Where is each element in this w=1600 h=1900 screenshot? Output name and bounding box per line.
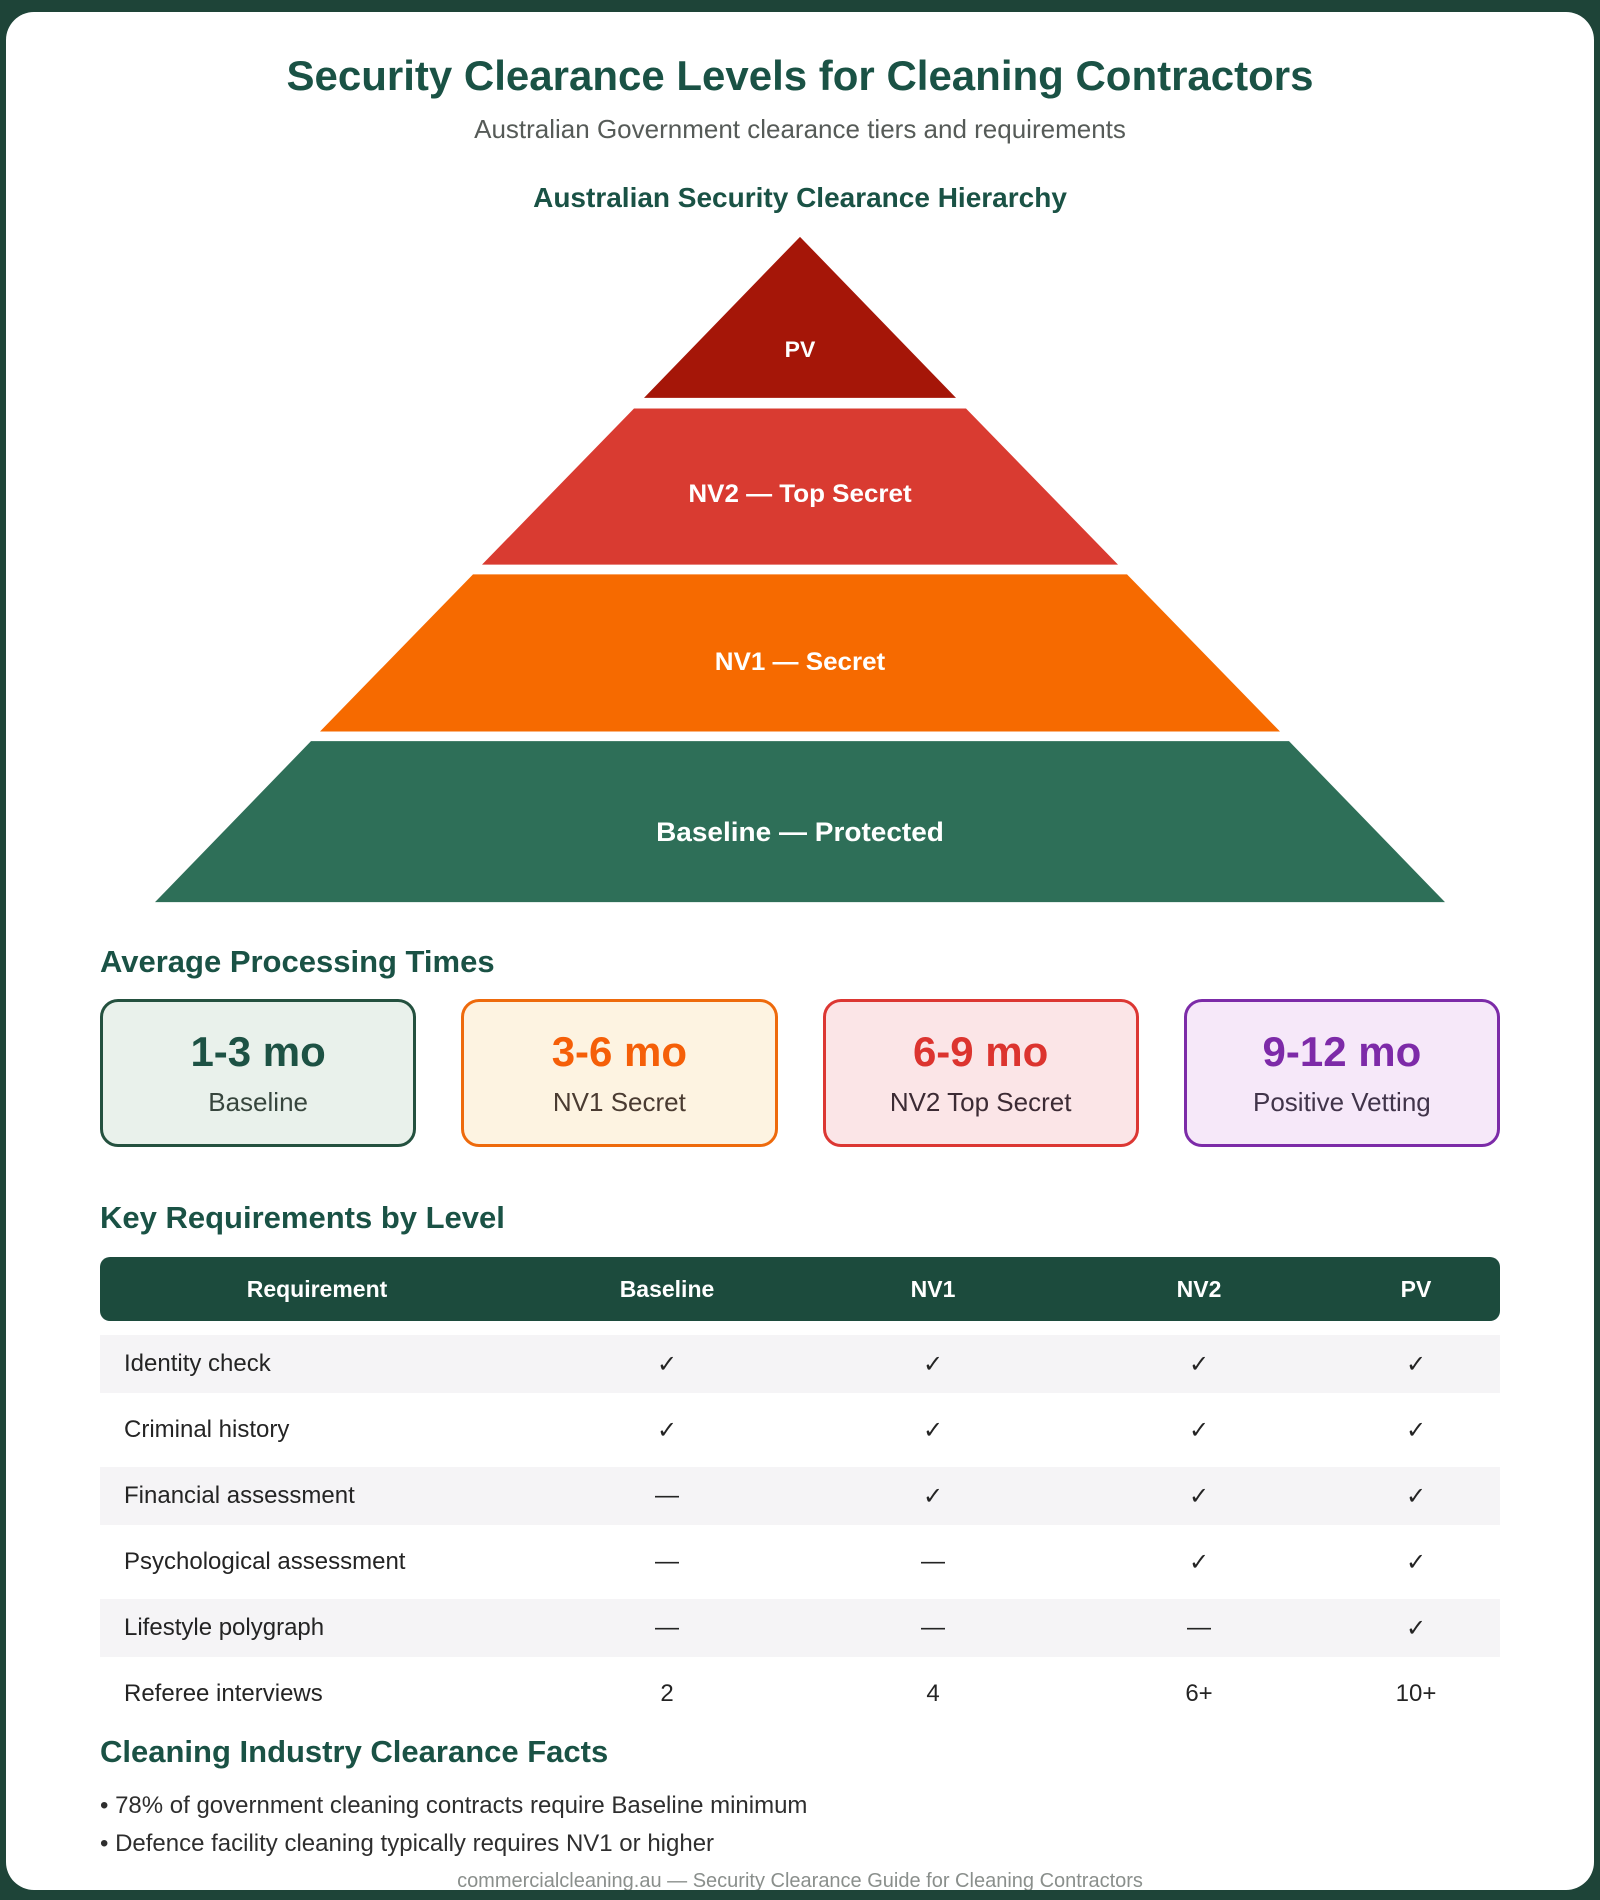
pyramid-tier-pv-label: PV [785, 337, 816, 362]
column-header-nv1: NV1 [910, 1275, 956, 1302]
table-row: Criminal history ✓ ✓ ✓ ✓ [100, 1401, 1500, 1459]
cell-baseline: — [655, 1548, 679, 1575]
processing-card-label: NV2 Top Secret [889, 1087, 1072, 1117]
cell-baseline: ✓ [656, 1350, 678, 1378]
row-label: Financial assessment [124, 1482, 355, 1509]
row-label: Lifestyle polygraph [124, 1614, 325, 1641]
cell-pv: 10+ [1395, 1680, 1437, 1707]
pyramid-tier-nv2-label: NV2 — Top Secret [688, 481, 912, 508]
row-label: Referee interviews [124, 1680, 323, 1707]
footer-attribution: commercialcleaning.au — Security Clearan… [457, 1870, 1143, 1890]
pyramid-tier-baseline [155, 741, 1445, 903]
cell-nv2: ✓ [1188, 1482, 1210, 1510]
cell-baseline: — [655, 1614, 679, 1641]
requirements-table: Requirement Baseline NV1 NV2 PV Identity… [100, 1257, 1500, 1723]
cell-nv1: ✓ [922, 1416, 944, 1444]
processing-card-label: Baseline [208, 1087, 308, 1117]
cell-nv1: ✓ [922, 1482, 944, 1510]
row-label: Identity check [124, 1350, 271, 1377]
processing-card-nv2: 6-9 mo NV2 Top Secret [822, 999, 1139, 1147]
pyramid-tier-pv [644, 236, 956, 398]
pyramid-heading: Australian Security Clearance Hierarchy [533, 182, 1067, 213]
table-row: Financial assessment — ✓ ✓ ✓ [100, 1467, 1500, 1525]
processing-card-value: 6-9 mo [912, 1028, 1049, 1075]
table-row: Psychological assessment — — ✓ ✓ [100, 1533, 1500, 1591]
cell-pv: ✓ [1405, 1548, 1427, 1576]
table-header-row: Requirement Baseline NV1 NV2 PV [100, 1257, 1500, 1321]
processing-times-heading: Average Processing Times [100, 944, 495, 979]
table-row: Identity check ✓ ✓ ✓ ✓ [100, 1335, 1500, 1393]
processing-card-label: NV1 Secret [552, 1087, 686, 1117]
facts-heading: Cleaning Industry Clearance Facts [100, 1734, 609, 1769]
cell-nv2: 6+ [1185, 1680, 1213, 1707]
page-content: Security Clearance Levels for Cleaning C… [6, 52, 1594, 1890]
page-title: Security Clearance Levels for Cleaning C… [286, 52, 1314, 99]
processing-card-value: 3-6 mo [551, 1028, 688, 1075]
column-header-nv2: NV2 [1176, 1275, 1222, 1302]
cell-baseline: ✓ [656, 1416, 678, 1444]
cell-pv: ✓ [1405, 1416, 1427, 1444]
cell-pv: ✓ [1405, 1482, 1427, 1510]
table-row: Referee interviews 2 4 6+ 10+ [100, 1665, 1500, 1723]
clearance-pyramid: PV NV2 — Top Secret NV1 — Secret Baselin… [155, 236, 1445, 903]
cell-nv2: ✓ [1188, 1548, 1210, 1576]
processing-card-baseline: 1-3 mo Baseline [100, 999, 417, 1147]
cell-baseline: — [655, 1482, 679, 1509]
processing-card-value: 1-3 mo [190, 1028, 326, 1075]
pyramid-tier-nv1-label: NV1 — Secret [715, 648, 886, 675]
column-header-baseline: Baseline [619, 1275, 715, 1302]
cell-pv: ✓ [1405, 1614, 1427, 1642]
row-label: Criminal history [124, 1416, 290, 1443]
cell-nv2: ✓ [1188, 1350, 1210, 1378]
pyramid-tier-baseline-label: Baseline — Protected [656, 817, 944, 847]
cell-nv1: — [921, 1548, 945, 1575]
table-row: Lifestyle polygraph — — — ✓ [100, 1599, 1500, 1657]
column-header-requirement: Requirement [246, 1275, 388, 1302]
processing-card-pv: 9-12 mo Positive Vetting [1183, 999, 1500, 1147]
processing-card-nv1: 3-6 mo NV1 Secret [461, 999, 778, 1147]
cell-nv1: 4 [926, 1680, 940, 1707]
pyramid-tier-nv1 [320, 574, 1280, 732]
facts-list: • 78% of government cleaning contracts r… [100, 1787, 1500, 1863]
column-header-pv: PV [1400, 1275, 1432, 1302]
page-subtitle: Australian Government clearance tiers an… [474, 114, 1126, 144]
cell-nv1: ✓ [922, 1350, 944, 1378]
fact-item: • 78% of government cleaning contracts r… [100, 1792, 808, 1819]
cell-nv1: — [921, 1614, 945, 1641]
processing-times-cards: 1-3 mo Baseline 3-6 mo NV1 Secret 6-9 mo… [100, 999, 1500, 1147]
processing-card-label: Positive Vetting [1252, 1087, 1431, 1117]
pyramid-tier-nv2 [482, 408, 1118, 565]
cell-nv2: ✓ [1188, 1416, 1210, 1444]
row-label: Psychological assessment [124, 1548, 406, 1575]
fact-item: • Defence facility cleaning typically re… [100, 1830, 715, 1857]
cell-nv2: — [1187, 1614, 1211, 1641]
cell-pv: ✓ [1405, 1350, 1427, 1378]
requirements-heading: Key Requirements by Level [100, 1200, 505, 1235]
processing-card-value: 9-12 mo [1262, 1028, 1422, 1075]
page-card: Security Clearance Levels for Cleaning C… [6, 12, 1594, 1890]
cell-baseline: 2 [660, 1680, 674, 1707]
